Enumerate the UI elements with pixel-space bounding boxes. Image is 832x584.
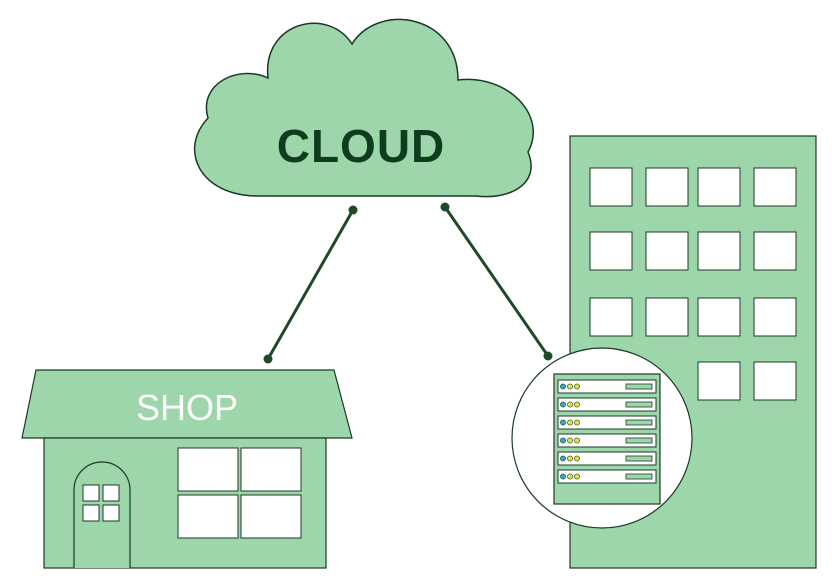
- building-window: [753, 361, 797, 401]
- building-window: [589, 231, 633, 271]
- status-led-icon: [560, 383, 566, 390]
- shop-door-window: [82, 484, 120, 522]
- drive-slot: [625, 437, 653, 444]
- building-window: [753, 231, 797, 271]
- building-window: [589, 297, 633, 337]
- link-cloud-server-endpoint-bottom: [543, 351, 553, 361]
- status-led-icon: [574, 419, 580, 426]
- building-window: [753, 297, 797, 337]
- server-unit: [557, 379, 657, 394]
- server-unit: [557, 415, 657, 430]
- status-led-icon: [574, 473, 580, 480]
- shop: SHOP: [21, 369, 353, 569]
- status-led-icon: [567, 437, 573, 444]
- building-window: [645, 231, 689, 271]
- link-cloud-shop: [266, 209, 355, 360]
- status-led-icon: [574, 401, 580, 408]
- status-led-icon: [560, 419, 566, 426]
- server-unit: [557, 433, 657, 448]
- server-units: [557, 379, 657, 484]
- shop-door: [73, 461, 131, 568]
- link-cloud-server-endpoint-top: [440, 202, 450, 212]
- building-window: [697, 297, 741, 337]
- status-led-icon: [574, 455, 580, 462]
- shop-display-window: [177, 447, 302, 539]
- drive-slot: [625, 401, 653, 408]
- link-cloud-shop-endpoint-top: [348, 205, 358, 215]
- building-window: [589, 167, 633, 207]
- status-led-icon: [567, 473, 573, 480]
- drive-slot: [625, 473, 653, 480]
- drive-slot: [625, 455, 653, 462]
- status-led-icon: [567, 401, 573, 408]
- building-window: [753, 167, 797, 207]
- status-led-icon: [574, 383, 580, 390]
- cloud-shape: [193, 18, 534, 198]
- link-cloud-shop-endpoint-bottom: [263, 354, 273, 364]
- office-building-windows: [589, 167, 797, 401]
- status-led-icon: [567, 419, 573, 426]
- cloud: CLOUD: [193, 18, 534, 198]
- cloud-label: CLOUD: [277, 120, 446, 172]
- drive-slot: [625, 383, 653, 390]
- status-led-icon: [560, 455, 566, 462]
- building-window: [697, 167, 741, 207]
- shop-label: SHOP: [136, 387, 238, 428]
- server-unit: [557, 451, 657, 466]
- building-window: [645, 167, 689, 207]
- building-window: [645, 297, 689, 337]
- status-led-icon: [574, 437, 580, 444]
- status-led-icon: [560, 401, 566, 408]
- shop-roof: [21, 369, 353, 439]
- link-cloud-server: [443, 206, 550, 357]
- building-window: [697, 361, 741, 401]
- status-led-icon: [560, 473, 566, 480]
- server-unit: [557, 397, 657, 412]
- status-led-icon: [567, 383, 573, 390]
- server-unit: [557, 469, 657, 484]
- drive-slot: [625, 419, 653, 426]
- server-callout: [511, 347, 693, 529]
- connections: [263, 202, 553, 364]
- building-window: [697, 231, 741, 271]
- status-led-icon: [567, 455, 573, 462]
- server-rack: [553, 373, 661, 505]
- status-led-icon: [560, 437, 566, 444]
